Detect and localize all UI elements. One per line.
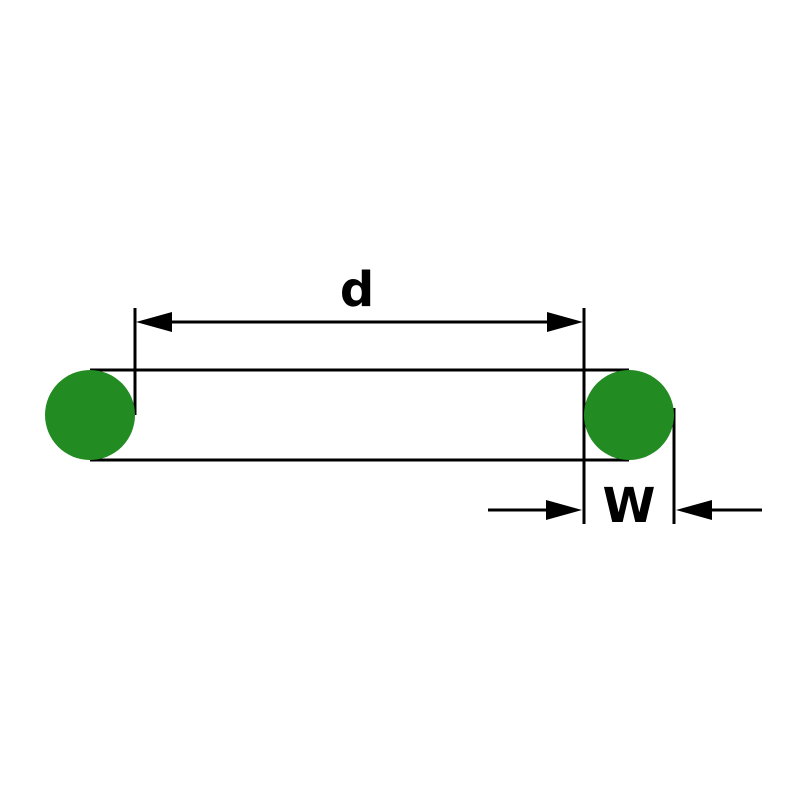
inner-diameter-label: d (340, 262, 374, 318)
width-label: W (603, 478, 656, 534)
inner-diameter-arrowhead-left-icon (136, 312, 172, 332)
inner-diameter-arrowhead-right-icon (547, 312, 583, 332)
width-arrowhead-left-icon (546, 500, 582, 520)
oring-cross-section-left (45, 370, 135, 460)
oring-cross-section-right (584, 370, 674, 460)
width-arrowhead-right-icon (676, 500, 712, 520)
